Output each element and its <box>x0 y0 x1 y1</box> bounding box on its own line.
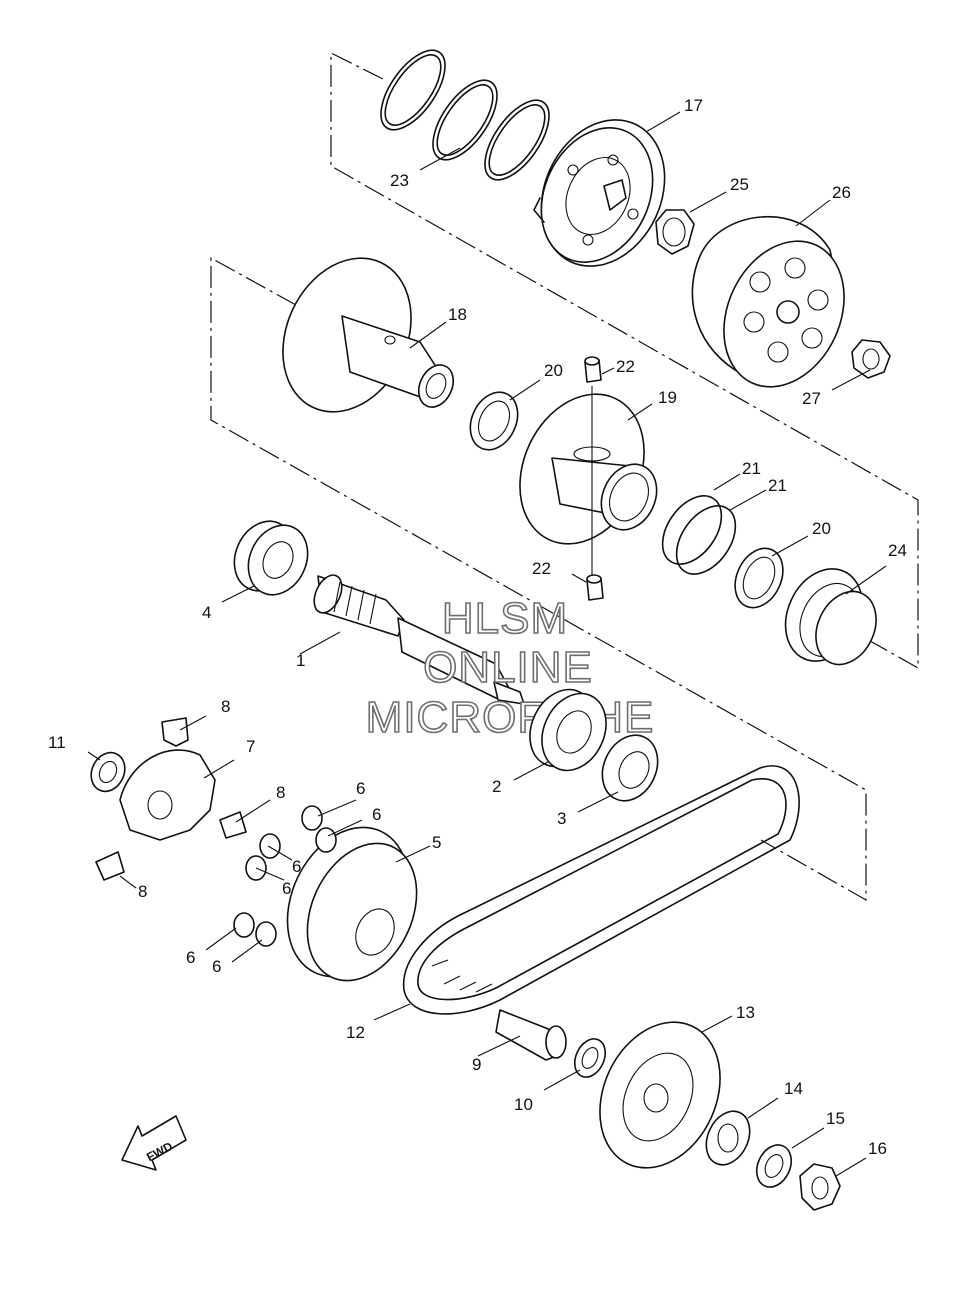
callout-22-upper: 22 <box>616 357 635 376</box>
callout-12: 12 <box>346 1023 365 1042</box>
collar-20-lower <box>734 547 784 609</box>
slider-8-top <box>161 717 189 747</box>
callout-1: 1 <box>296 651 305 670</box>
callout-27: 27 <box>802 389 821 408</box>
collar-20-upper <box>469 391 519 451</box>
bearing-4 <box>233 520 309 596</box>
callout-20-lower: 20 <box>812 519 831 538</box>
sliding-sheave-18 <box>282 257 455 413</box>
callout-6e: 6 <box>186 948 195 967</box>
callout-9: 9 <box>472 1055 481 1074</box>
leader-lines <box>87 111 887 1177</box>
callout-6f: 6 <box>212 957 221 976</box>
callout-8-right: 8 <box>276 783 285 802</box>
clutch-carrier-17 <box>533 119 666 267</box>
callout-26: 26 <box>832 183 851 202</box>
assembly-boundary-lines <box>210 52 919 902</box>
nut-16 <box>799 1163 841 1211</box>
bearing-2 <box>529 688 607 772</box>
callout-17: 17 <box>684 96 703 115</box>
callout-22-lower: 22 <box>532 559 551 578</box>
fwd-arrow-icon: FWD <box>121 1115 187 1171</box>
primary-sheave-19 <box>519 386 658 580</box>
callout-16: 16 <box>868 1139 887 1158</box>
callout-2: 2 <box>492 777 501 796</box>
callout-5: 5 <box>432 833 441 852</box>
callout-25: 25 <box>730 175 749 194</box>
callout-11: 11 <box>48 733 66 752</box>
callout-23: 23 <box>390 171 409 190</box>
fan-13 <box>599 1021 721 1169</box>
callout-6c: 6 <box>292 857 301 876</box>
callout-3: 3 <box>557 809 566 828</box>
callout-6a: 6 <box>356 779 365 798</box>
callout-8-top: 8 <box>221 697 230 716</box>
callout-24: 24 <box>888 541 907 560</box>
callout-labels: 1 2 3 4 5 6 6 6 6 6 6 7 8 8 8 9 10 11 12… <box>48 96 907 1158</box>
spring-23 <box>380 49 550 181</box>
nut-25 <box>655 209 695 255</box>
callout-21b: 21 <box>768 476 787 495</box>
one-way-clutch-14 <box>705 1110 751 1166</box>
callout-4: 4 <box>202 603 211 622</box>
pin-22-upper <box>584 356 602 383</box>
callout-8-bottom: 8 <box>138 882 147 901</box>
callout-15: 15 <box>826 1109 845 1128</box>
callout-20-upper: 20 <box>544 361 563 380</box>
clutch-housing-26 <box>691 216 845 388</box>
watermark-line-2: ONLINE <box>423 643 593 692</box>
callout-6d: 6 <box>282 879 291 898</box>
callout-18: 18 <box>448 305 467 324</box>
watermark: HLSM ONLINE MICROFICHE <box>365 593 655 743</box>
washer-10 <box>573 1038 607 1078</box>
callout-7: 7 <box>246 737 255 756</box>
washer-15 <box>755 1144 793 1188</box>
washer-11 <box>90 751 126 793</box>
callout-6b: 6 <box>372 805 381 824</box>
slider-8-bottom <box>95 851 125 881</box>
slider-8-right <box>219 811 247 839</box>
watermark-line-1: HLSM <box>442 594 568 643</box>
guide-24 <box>784 568 877 666</box>
bearing-3 <box>601 734 659 802</box>
nut-27 <box>851 339 891 379</box>
callout-21a: 21 <box>742 459 761 478</box>
primary-shaft-1 <box>313 574 525 705</box>
secondary-sheave-5 <box>286 826 418 982</box>
watermark-line-3: MICROFICHE <box>366 693 655 742</box>
callout-14: 14 <box>784 1079 803 1098</box>
callout-10: 10 <box>514 1095 533 1114</box>
callout-19: 19 <box>658 388 677 407</box>
pin-22-lower <box>586 574 604 601</box>
cam-7 <box>119 749 216 841</box>
o-ring-21 <box>661 495 737 575</box>
v-belt-12 <box>402 765 800 1015</box>
callout-13: 13 <box>736 1003 755 1022</box>
collar-9 <box>495 1009 567 1061</box>
